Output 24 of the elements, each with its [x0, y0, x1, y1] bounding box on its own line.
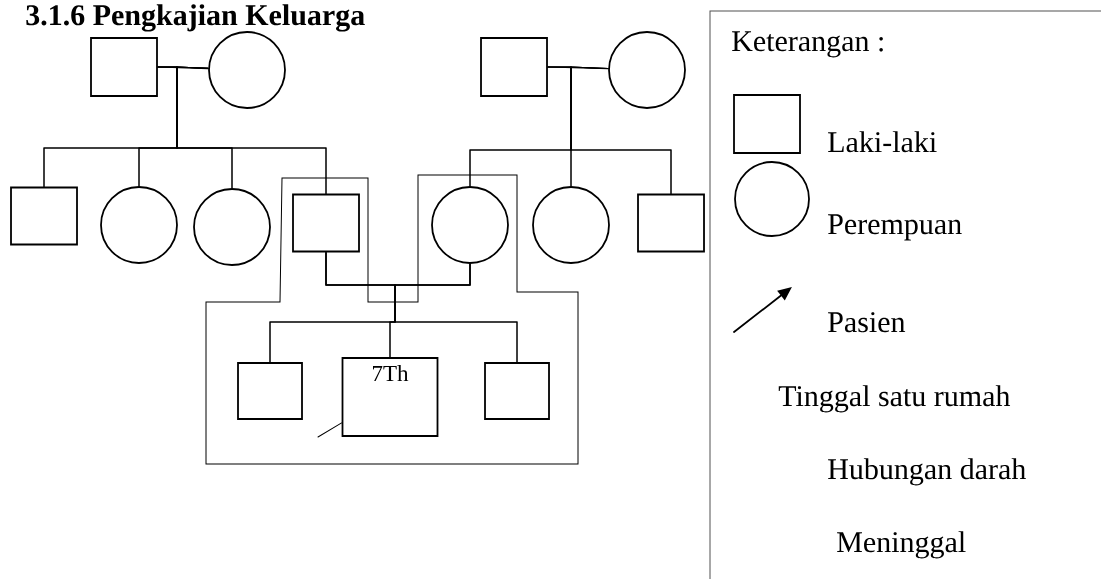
section-heading: 3.1.6 Pengkajian Keluarga	[26, 4, 365, 32]
female-circle	[208, 31, 286, 109]
descent-line	[570, 66, 672, 195]
legend-label: Laki-laki	[828, 131, 937, 153]
legend-label: Perempuan	[828, 214, 962, 241]
female-circle	[100, 186, 178, 264]
male-square	[637, 193, 705, 253]
female-circle	[431, 186, 509, 264]
patient-box: 7Th	[341, 357, 439, 437]
descent-line	[394, 263, 518, 363]
male-square	[10, 186, 78, 246]
legend-label: Pasien	[828, 312, 906, 333]
legend-heading: Keterangan :	[732, 31, 883, 58]
male-square	[90, 37, 158, 97]
female-circle	[532, 186, 610, 264]
legend-label: Meninggal	[837, 531, 966, 559]
male-square	[484, 362, 550, 420]
male-square	[480, 37, 548, 97]
male-square	[292, 193, 360, 253]
legend-label: Tinggal satu rumah	[778, 385, 1011, 413]
female-circle	[193, 188, 271, 266]
legend-label: Hubungan darah	[828, 458, 1026, 486]
male-square	[237, 362, 303, 420]
female-circle	[608, 31, 686, 109]
